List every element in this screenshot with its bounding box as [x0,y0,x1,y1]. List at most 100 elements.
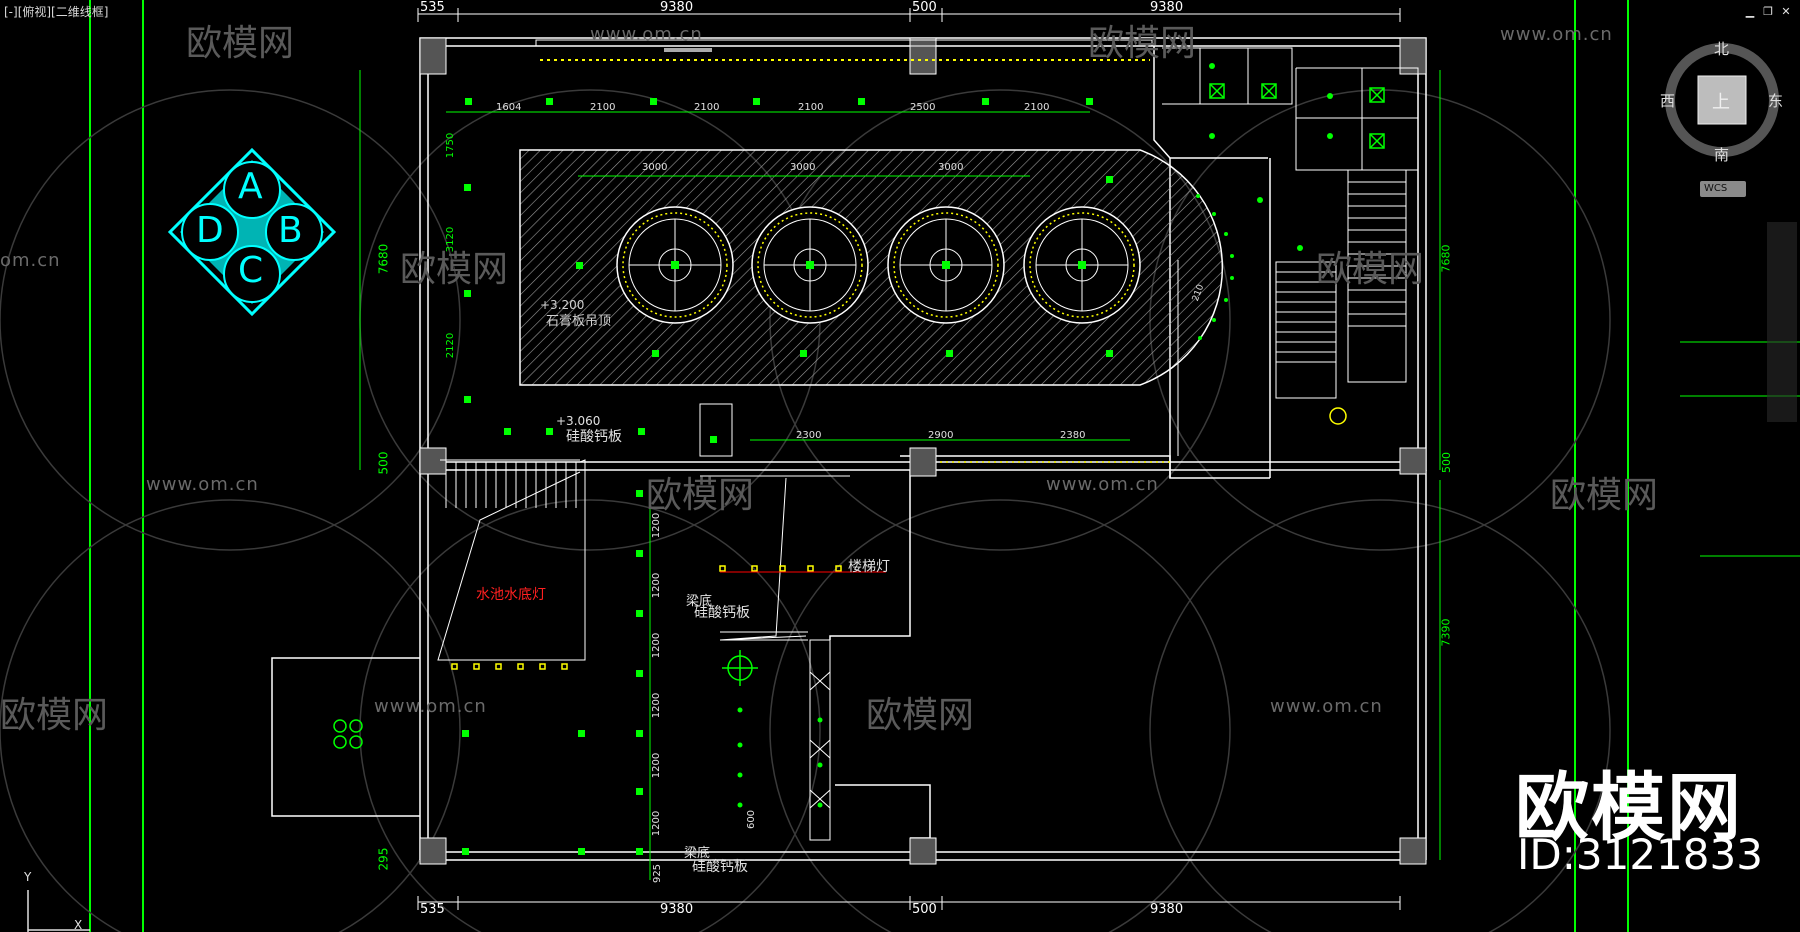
dim-right-3: 7390 [1439,618,1453,647]
symbol-letter-a: A [238,166,263,207]
exhaust-fans [1209,83,1385,149]
watermark-url-partial: om.cn [0,250,61,271]
dim-top-1: 535 [420,0,445,15]
dim-top-2: 9380 [660,0,694,15]
label-stair-light: 楼梯灯 [848,559,890,575]
dim-left-3: 2120 [445,332,457,359]
dim-left-295: 295 [376,847,391,871]
label-beam-2: 梁底 [684,846,711,861]
viewport-controls: ▁ ❐ ✕ [1744,6,1792,18]
dim-bottom-1: 535 [420,902,445,917]
stair-light-ring [1329,407,1347,425]
construction-lines [89,0,1629,932]
wcs-button[interactable]: WCS [1700,181,1746,197]
dim-right-2: 500 [1440,452,1453,473]
stairs [440,169,1407,508]
dim-lower-row-2: 2900 [928,430,954,441]
dim-lower-col-3: 1200 [651,632,663,659]
dim-lower-col-6: 1200 [651,810,663,837]
watermark-brand: 欧模网 [1088,23,1197,64]
dim-lower-row-1: 2300 [796,430,822,441]
dim-lower-col-7: 925 [652,863,664,884]
dim-top-3: 500 [912,0,937,15]
watermark-brand: 欧模网 [0,695,109,736]
viewcube-east[interactable]: 东 [1768,92,1784,110]
dim-circle-3: 3000 [938,162,964,173]
dim-circle-1: 3000 [642,162,668,173]
viewport-label[interactable]: [-][俯视][二维线框] [4,5,109,19]
ucs-y-label: Y [24,870,32,884]
dim-top-4: 9380 [1150,0,1184,15]
navigation-bar[interactable] [1767,222,1797,422]
label-beam-1: 梁底 [686,594,713,609]
elevation-2: +3.060 [556,414,601,428]
symbol-letter-c: C [238,250,264,291]
watermark-logo-large: 欧模网 [1515,765,1743,851]
led-markers [451,565,842,670]
ucs-x-label: X [74,918,83,932]
dim-circle-2: 3000 [790,162,816,173]
utility-rooms [1162,47,1419,171]
watermark-url: www.om.cn [1500,24,1613,45]
pendant-lamp [722,650,758,686]
top-dimension [417,8,1401,910]
watermark-brand: 欧模网 [1316,249,1425,290]
round-ceilings [616,206,1141,324]
label-board: 硅酸钙板 [566,429,622,445]
label-pool-light: 水池水底灯 [476,587,546,603]
abcd-symbol [167,147,337,317]
watermark-brand: 欧模网 [400,249,509,290]
dim-left-500: 500 [376,451,391,475]
ucs-icon [27,890,90,932]
viewcube-south[interactable]: 南 [1714,146,1730,164]
dim-row-5: 2500 [910,102,936,113]
viewcube-west[interactable]: 西 [1660,92,1676,110]
watermark-url: www.om.cn [590,24,703,45]
lower-area-lines [437,260,1179,841]
dim-lower-col-2: 1200 [651,572,663,599]
elevation-1: +3.200 [540,298,585,312]
watermark-brand: 欧模网 [866,695,975,736]
dim-row-6: 2100 [1024,102,1050,113]
watermark-url: www.om.cn [1046,474,1159,495]
dim-left-1: 1750 [445,132,457,159]
spot-cluster [333,719,363,749]
dim-600: 600 [746,809,758,830]
dim-row-4: 2100 [798,102,824,113]
ceiling-lights [462,63,1333,855]
viewcube-north[interactable]: 北 [1714,40,1730,58]
dim-lower-col-4: 1200 [651,692,663,719]
label-board-2: 硅酸钙板 [694,605,750,621]
dim-row-3: 2100 [694,102,720,113]
lower-dimension-chain [359,70,1441,880]
watermark-url: www.om.cn [374,696,487,717]
window-strip [535,39,1153,61]
watermark-brand: 欧模网 [1550,475,1659,516]
label-board-3: 硅酸钙板 [692,859,748,875]
close-icon[interactable]: ✕ [1781,5,1791,18]
symbol-letter-b: B [278,210,303,251]
dim-lower-row-3: 2380 [1060,430,1086,441]
dim-bottom-3: 500 [912,902,937,917]
watermark-brand: 欧模网 [186,23,295,64]
dim-right-1: 7680 [1439,244,1453,273]
viewcube[interactable] [1665,43,1779,157]
symbol-letter-d: D [196,210,224,251]
dim-left-total: 7680 [376,243,391,275]
restore-icon[interactable]: ❐ [1763,5,1773,18]
watermark-url: www.om.cn [1270,696,1383,717]
label-ceiling: 石膏板吊顶 [546,314,612,329]
dim-row-1: 1604 [496,102,522,113]
hatched-ceiling [519,149,1224,386]
dim-row-2: 2100 [590,102,616,113]
minimize-icon[interactable]: ▁ [1745,5,1755,18]
columns [419,37,1427,865]
watermark-url: www.om.cn [146,474,259,495]
viewcube-top-face[interactable]: 上 [1712,92,1730,113]
dim-bottom-4: 9380 [1150,902,1184,917]
watermark-brand: 欧模网 [646,475,755,516]
dim-bottom-2: 9380 [660,902,694,917]
dim-lower-col-5: 1200 [651,752,663,779]
